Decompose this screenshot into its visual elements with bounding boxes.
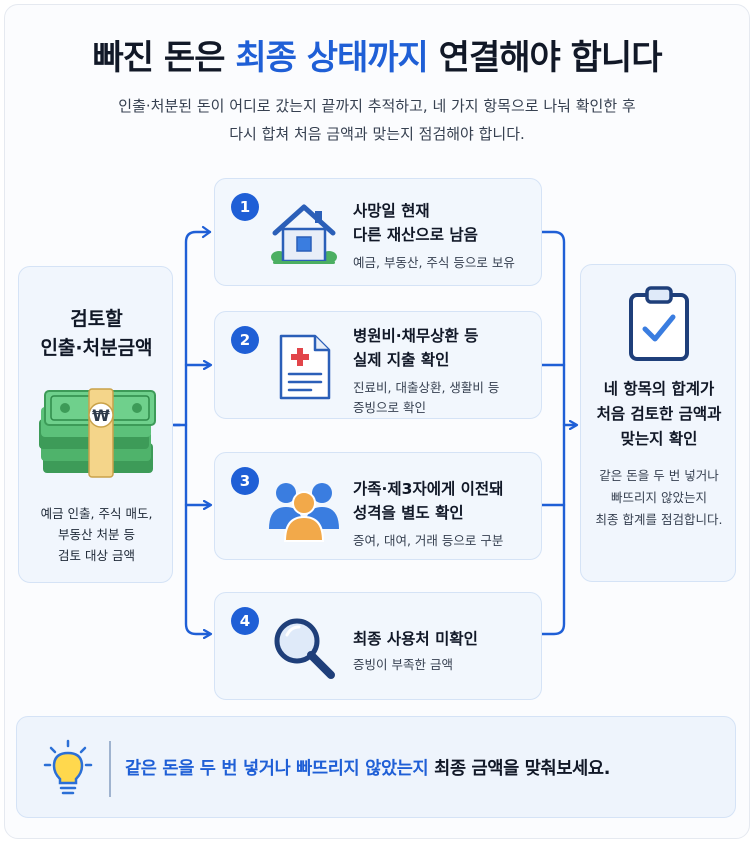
step-title: 병원비·채무상환 등 실제 지출 확인 — [353, 324, 533, 372]
house-icon — [271, 204, 337, 264]
magnifier-icon — [274, 618, 335, 679]
money-stack-icon: ₩ — [39, 388, 156, 478]
right-card-title: 네 항목의 합계가 처음 검토한 금액과 맞는지 확인 — [581, 377, 737, 452]
bottom-tip-rest: 최종 금액을 맞춰보세요. — [428, 759, 611, 779]
clipboard-check-icon — [629, 286, 689, 361]
step-description: 예금, 부동산, 주식 등으로 보유 — [353, 255, 515, 270]
title-highlight: 최종 상태까지 — [235, 38, 429, 78]
right-title-line3: 맞는지 확인 — [620, 430, 698, 448]
step-description: 증여, 대여, 거래 등으로 구분 — [353, 533, 504, 548]
bottom-tip-highlight: 같은 돈을 두 번 넣거나 빠뜨리지 않았는지 — [125, 759, 429, 779]
left-card-title: 검토할 인출·처분금액 — [19, 305, 174, 363]
step-title-line2: 성격을 별도 확인 — [353, 504, 464, 522]
step-description: 진료비, 대출상환, 생활비 등 증빙으로 확인 — [353, 378, 543, 418]
left-title-line1: 검토할 — [70, 308, 123, 330]
step-title-line1: 가족·제3자에게 이전돼 — [353, 480, 504, 498]
right-desc-line3: 최종 합계를 점검합니다. — [595, 512, 723, 527]
step-title: 최종 사용처 미확인 — [353, 630, 478, 648]
step-card-4: 4 최종 사용처 미확인 증빙이 부족한 금액 — [214, 592, 542, 700]
left-card-review-amount: 검토할 인출·처분금액 ₩ 예금 인출, 주식 매도, 부동산 처분 등 검토 … — [18, 266, 173, 583]
step-card-1: 1 사망일 현재 다른 재산으로 남음 예금, 부동산, 주식 등으로 보유 — [214, 178, 542, 286]
left-desc-line3: 검토 대상 금액 — [58, 548, 135, 563]
subtitle-line2: 다시 합쳐 처음 금액과 맞는지 점검해야 합니다. — [229, 125, 525, 143]
step-number-badge: 2 — [231, 326, 259, 354]
right-card-description: 같은 돈을 두 번 넣거나 빠뜨리지 않았는지 최종 합계를 점검합니다. — [581, 465, 737, 531]
title-part1: 빠진 돈은 — [92, 38, 236, 78]
right-desc-line2: 빠뜨리지 않았는지 — [611, 490, 707, 505]
step-description: 증빙이 부족한 금액 — [353, 657, 453, 672]
right-desc-line1: 같은 돈을 두 번 넣거나 — [599, 468, 719, 483]
bottom-divider — [109, 741, 111, 797]
lightbulb-icon — [43, 739, 93, 795]
step-number-badge: 1 — [231, 193, 259, 221]
right-title-line1: 네 항목의 합계가 — [603, 380, 715, 398]
people-icon — [269, 483, 339, 542]
step-title-line2: 실제 지출 확인 — [353, 351, 450, 369]
bottom-tip-text: 같은 돈을 두 번 넣거나 빠뜨리지 않았는지 최종 금액을 맞춰보세요. — [125, 755, 610, 780]
subtitle: 인출·처분된 돈이 어디로 갔는지 끝까지 추적하고, 네 가지 항목으로 나눠… — [40, 92, 714, 148]
bottom-tip-banner: 같은 돈을 두 번 넣거나 빠뜨리지 않았는지 최종 금액을 맞춰보세요. — [16, 716, 736, 818]
step-title: 사망일 현재 다른 재산으로 남음 — [353, 199, 533, 247]
right-card-total-check: 네 항목의 합계가 처음 검토한 금액과 맞는지 확인 같은 돈을 두 번 넣거… — [580, 264, 736, 582]
subtitle-line1: 인출·처분된 돈이 어디로 갔는지 끝까지 추적하고, 네 가지 항목으로 나눠… — [118, 97, 636, 115]
title-part2: 연결해야 합니다 — [427, 38, 663, 78]
step-number-badge: 4 — [231, 607, 259, 635]
step-desc-line1: 진료비, 대출상환, 생활비 등 — [353, 380, 500, 395]
step-card-3: 3 가족·제3자에게 이전돼 성격을 별도 확인 증여, 대여, 거래 등으로 … — [214, 452, 542, 560]
step-desc-line2: 증빙으로 확인 — [353, 400, 426, 415]
left-desc-line2: 부동산 처분 등 — [58, 527, 135, 542]
left-card-description: 예금 인출, 주식 매도, 부동산 처분 등 검토 대상 금액 — [19, 503, 174, 566]
left-desc-line1: 예금 인출, 주식 매도, — [40, 506, 153, 521]
page-title: 빠진 돈은 최종 상태까지 연결해야 합니다 — [0, 30, 754, 79]
step-title: 가족·제3자에게 이전돼 성격을 별도 확인 — [353, 477, 533, 525]
right-title-line2: 처음 검토한 금액과 — [596, 405, 722, 423]
step-card-2: 2 병원비·채무상환 등 실제 지출 확인 진료비, 대출상환, 생활비 등 증… — [214, 311, 542, 419]
left-title-line2: 인출·처분금액 — [40, 337, 153, 359]
step-title-line1: 병원비·채무상환 등 — [353, 327, 479, 345]
step-title-line1: 사망일 현재 — [353, 202, 430, 220]
medical-document-icon — [279, 334, 331, 400]
svg-text:₩: ₩ — [92, 406, 110, 425]
step-title-line2: 다른 재산으로 남음 — [353, 226, 478, 244]
step-number-badge: 3 — [231, 467, 259, 495]
